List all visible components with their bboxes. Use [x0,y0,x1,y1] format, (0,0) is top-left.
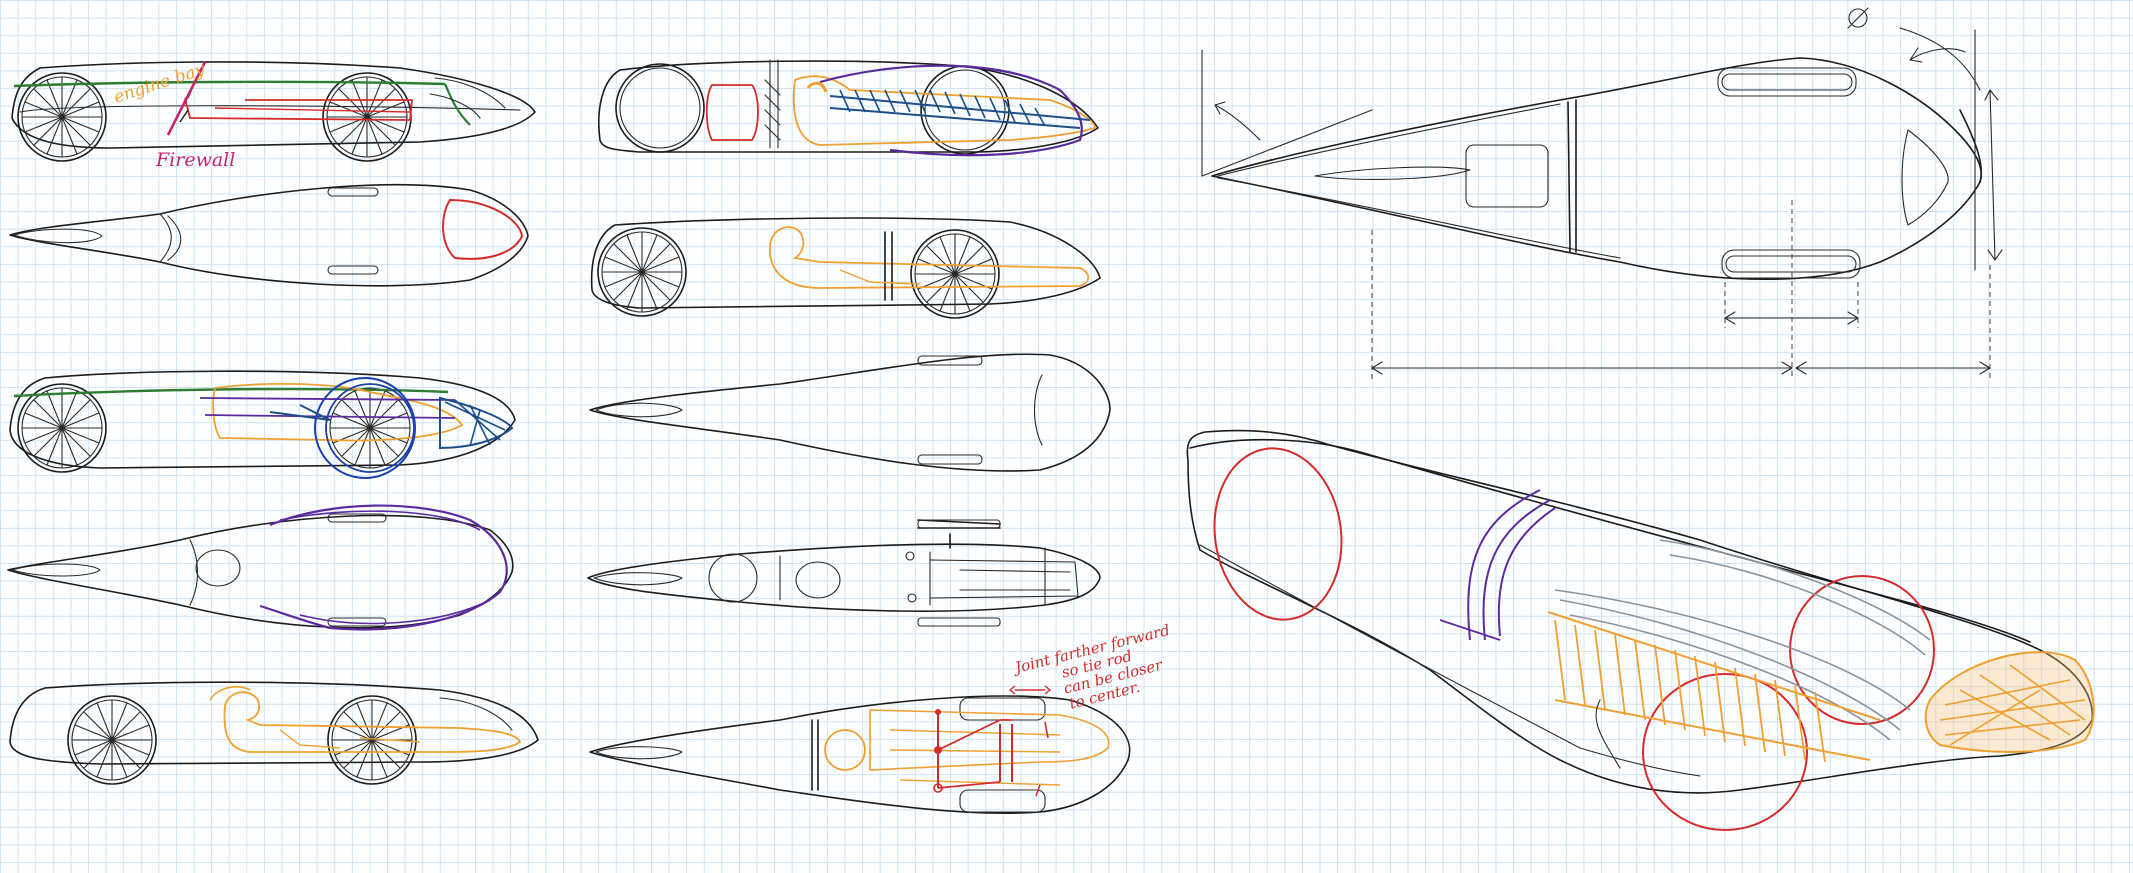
car-side-view-4 [598,59,1099,157]
car-top-view-1 [9,183,529,287]
car-top-view-2 [7,504,514,631]
car-perspective-view [1186,429,2095,831]
firewall-label: Firewall [155,149,235,171]
car-side-view-2 [9,370,516,479]
car-top-view-4 [587,519,1101,627]
car-top-view-dimensioned [1201,7,2003,380]
car-top-view-5: Joint farther forward so tie rod can be … [589,621,1172,814]
car-side-view-3 [9,681,539,785]
car-side-view-5 [590,217,1101,319]
car-top-view-3 [589,353,1111,472]
car-side-view-1: engine bay Firewall [11,59,536,171]
